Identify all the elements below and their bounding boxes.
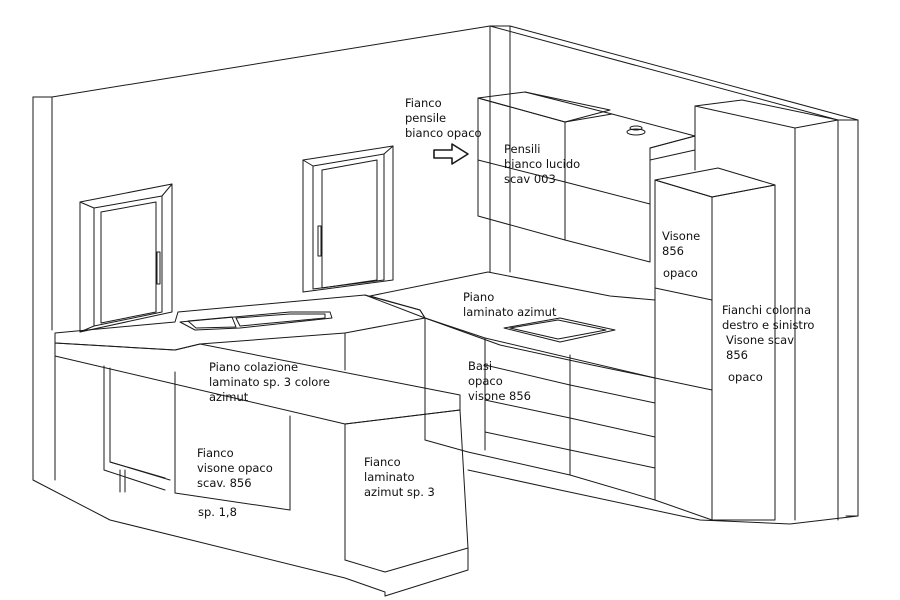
label-fianco-pensile-line-3: bianco opaco <box>405 126 482 140</box>
label-pensili-line-2: bianco lucido <box>504 157 581 171</box>
label-spessore: sp. 1,8 <box>198 505 237 519</box>
breakfast-peninsula <box>54 342 469 573</box>
window-left <box>79 183 173 333</box>
wall-right-outer <box>845 119 859 517</box>
label-basi: Basi opaco visone 856 <box>468 359 531 404</box>
floor-line-back <box>467 469 859 525</box>
label-fianchi-colonna-line-3: Visone scav <box>726 333 795 347</box>
sink <box>179 311 333 331</box>
floor-front-left <box>32 479 386 597</box>
label-piano-laminato: Piano laminato azimut <box>463 290 556 320</box>
tall-column <box>654 99 839 521</box>
label-pensili: Pensili bianco lucido scav 003 <box>504 142 580 187</box>
label-basi-line-2: opaco <box>468 374 503 388</box>
label-visone-856-line-1: Visone <box>662 229 701 243</box>
label-piano-colazione-line-2: laminato sp. 3 colore <box>209 375 330 389</box>
label-fianco-laminato-line-2: laminato <box>364 470 415 484</box>
floor-front-right <box>384 547 469 597</box>
label-fianchi-colonna: Fianchi colonna destro e sinistro Visone… <box>722 303 814 363</box>
label-fianco-laminato-line-1: Fianco <box>364 455 401 469</box>
right-arrow-icon <box>433 143 469 165</box>
label-visone-856-line-2: 856 <box>662 244 684 258</box>
label-pensili-line-3: scav 003 <box>504 172 556 186</box>
label-basi-line-3: visone 856 <box>468 389 531 403</box>
label-fianchi-colonna-line-1: Fianchi colonna <box>722 303 811 317</box>
label-fianchi-colonna-opaco: opaco <box>728 370 763 384</box>
counter-back <box>369 271 656 379</box>
label-fianco-laminato: Fianco laminato azimut sp. 3 <box>364 455 435 500</box>
label-fianco-pensile-line-1: Fianco <box>405 96 442 110</box>
label-fianchi-colonna-line-2: destro e sinistro <box>722 318 815 332</box>
label-fianchi-colonna-line-4: 856 <box>726 348 748 362</box>
label-visone-opaco: opaco <box>663 266 698 280</box>
label-fianco-pensile-line-2: pensile <box>405 111 447 125</box>
label-fianco-visone-line-1: Fianco <box>197 446 234 460</box>
label-fianco-visone: Fianco visone opaco scav. 856 <box>197 446 273 491</box>
label-piano-colazione-line-1: Piano colazione <box>209 360 299 374</box>
label-piano-colazione: Piano colazione laminato sp. 3 colore az… <box>209 360 330 405</box>
label-piano-colazione-line-3: azimut <box>209 390 249 404</box>
label-basi-line-1: Basi <box>468 359 493 373</box>
label-fianco-visone-line-3: scav. 856 <box>197 476 252 490</box>
window-right <box>302 145 394 293</box>
label-piano-laminato-line-2: laminato azimut <box>463 305 557 319</box>
label-fianco-visone-line-2: visone opaco <box>197 461 273 475</box>
label-piano-laminato-line-1: Piano <box>463 290 495 304</box>
hob <box>503 317 616 343</box>
label-pensili-line-1: Pensili <box>504 142 541 156</box>
wall-cabinets <box>477 91 696 263</box>
label-fianco-laminato-line-3: azimut sp. 3 <box>364 485 435 499</box>
label-visone-856: Visone 856 <box>662 229 700 259</box>
label-fianco-pensile: Fianco pensile bianco opaco <box>405 96 482 141</box>
